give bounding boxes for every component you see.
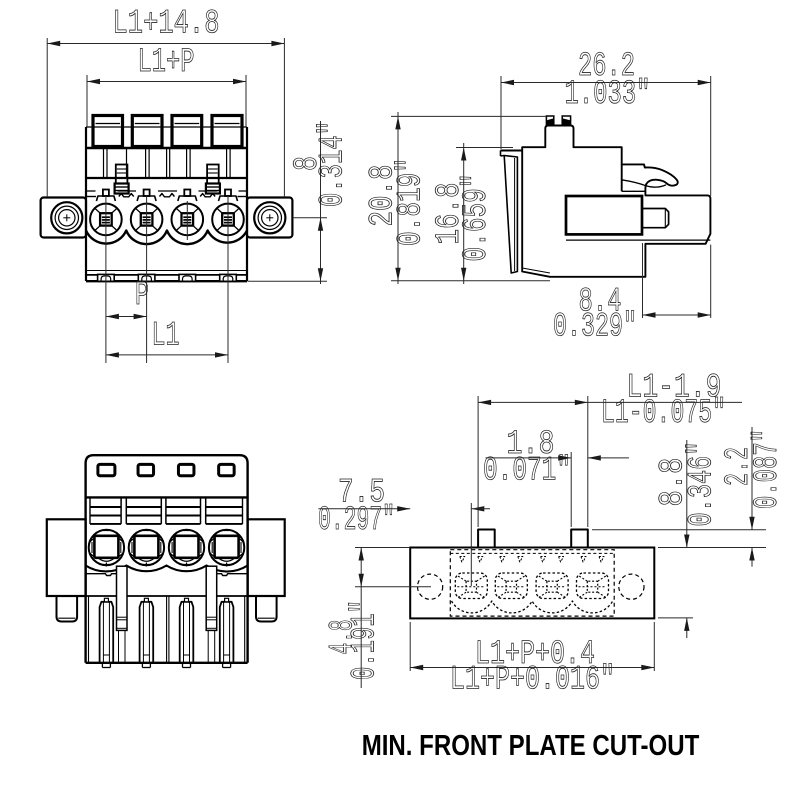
svg-text:0.346″: 0.346″: [684, 442, 722, 527]
svg-text:20.8: 20.8: [365, 165, 403, 227]
svg-text:8.4: 8.4: [579, 284, 622, 322]
svg-text:L1+14.8: L1+14.8: [113, 6, 220, 44]
svg-text:8: 8: [289, 156, 327, 171]
svg-text:MIN. FRONT PLATE CUT-OUT: MIN. FRONT PLATE CUT-OUT: [362, 730, 700, 762]
svg-text:26.2: 26.2: [578, 48, 635, 86]
svg-text:2.2: 2.2: [720, 447, 758, 486]
svg-text:0.659″: 0.659″: [458, 174, 496, 262]
svg-text:0.297″: 0.297″: [318, 502, 395, 540]
svg-text:L1-1.9: L1-1.9: [627, 370, 722, 408]
svg-text:P: P: [135, 277, 149, 315]
svg-text:L1-0.075″: L1-0.075″: [601, 395, 726, 433]
svg-text:0.819″: 0.819″: [393, 158, 431, 246]
svg-text:1.033″: 1.033″: [565, 76, 651, 114]
svg-text:1.8: 1.8: [507, 426, 555, 464]
svg-text:0.329″: 0.329″: [553, 309, 637, 347]
svg-text:L1+P+0.016″: L1+P+0.016″: [450, 662, 615, 700]
svg-text:L1+P+0.4: L1+P+0.4: [475, 636, 595, 674]
svg-text:L1+P: L1+P: [138, 44, 195, 82]
svg-text:0.314″: 0.314″: [315, 121, 353, 207]
svg-text:8.8: 8.8: [655, 458, 693, 507]
svg-text:0.087″: 0.087″: [749, 429, 787, 509]
svg-text:7.5: 7.5: [338, 475, 385, 513]
svg-text:0.071″: 0.071″: [483, 452, 571, 490]
svg-text:L1: L1: [152, 318, 180, 356]
svg-text:16.8: 16.8: [431, 183, 469, 245]
svg-text:0.191″: 0.191″: [347, 600, 385, 680]
svg-text:4.8: 4.8: [325, 620, 363, 655]
